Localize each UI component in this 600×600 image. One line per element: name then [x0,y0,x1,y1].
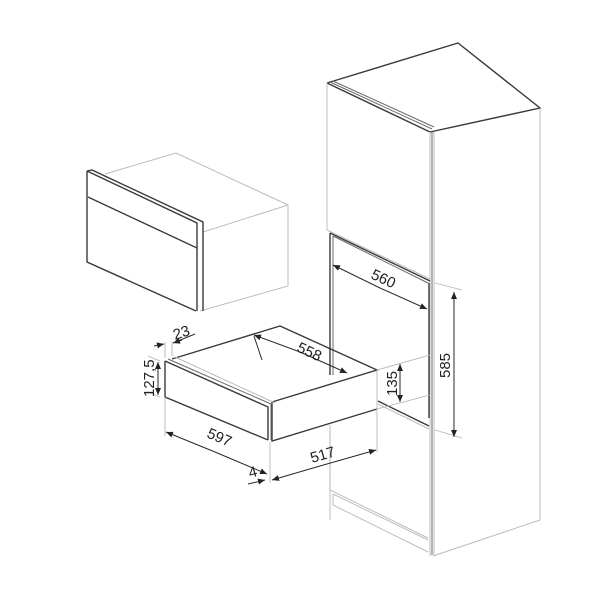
warming-drawer [164,325,379,442]
dim-label-23: 23 [171,322,192,343]
dim-label-517: 517 [308,444,337,467]
extension-lines [147,282,463,520]
dim-label-127-5: 127,5 [141,359,158,397]
dim-label-597: 597 [204,425,234,450]
dimension-lines [153,264,457,485]
compact-oven [86,152,289,312]
dim-label-585: 585 [437,353,454,378]
dim-label-4: 4 [247,463,259,482]
dim-label-135: 135 [384,371,401,396]
column-cabinet [326,42,542,557]
dim-label-560: 560 [368,266,398,292]
